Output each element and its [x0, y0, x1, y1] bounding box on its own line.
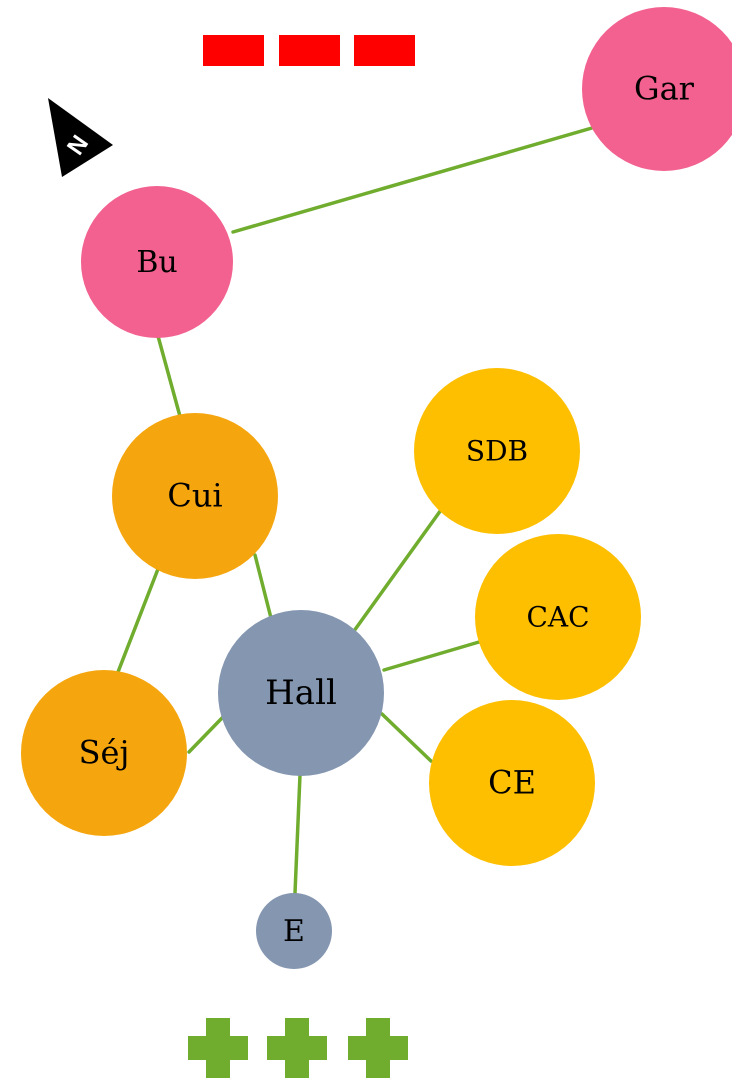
node-circle-e: [256, 893, 332, 969]
node-label-cui: Cui: [167, 477, 222, 515]
node-e: E: [256, 893, 332, 969]
node-label-sdb: SDB: [466, 435, 528, 468]
node-circle-bu: [81, 186, 233, 338]
node-label-hall: Hall: [265, 673, 337, 713]
node-label-e: E: [283, 914, 305, 949]
node-label-bu: Bu: [136, 245, 177, 280]
edge-bu-gar: [231, 126, 594, 234]
edge-hall-ce: [380, 712, 433, 763]
north-arrow-shape: [48, 98, 113, 177]
node-label-ce: CE: [488, 764, 536, 802]
edges-layer: [116, 126, 594, 895]
node-hall: Hall: [218, 610, 384, 776]
node-circle-cac: [475, 534, 641, 700]
node-cui: Cui: [112, 413, 278, 579]
edge-hall-cac: [382, 640, 481, 672]
node-sdb: SDB: [414, 368, 580, 534]
node-circle-sej: [21, 670, 187, 836]
red-bar-1: [203, 35, 264, 66]
green-cross-1: [188, 1018, 248, 1078]
node-gar: Gar: [582, 7, 732, 171]
node-circle-sdb: [414, 368, 580, 534]
green-cross-3: [348, 1018, 408, 1078]
red-bar-2: [279, 35, 340, 66]
node-ce: CE: [429, 700, 595, 866]
node-circle-cui: [112, 413, 278, 579]
edge-cui-sej: [116, 567, 160, 674]
node-cac: CAC: [475, 534, 641, 700]
edge-sej-hall: [187, 716, 224, 754]
node-label-cac: CAC: [526, 601, 589, 634]
edge-hall-e: [293, 773, 302, 895]
node-label-gar: Gar: [634, 70, 695, 108]
north-arrow-icon: N: [48, 98, 113, 177]
green-cross-2: [267, 1018, 327, 1078]
node-sej: Séj: [21, 670, 187, 836]
edge-bu-cui: [156, 334, 183, 422]
node-label-sej: Séj: [79, 734, 130, 772]
edge-cui-hall: [253, 553, 273, 620]
node-bu: Bu: [81, 186, 233, 338]
edge-hall-sdb: [352, 501, 448, 633]
green-crosses-group: [188, 1018, 408, 1078]
node-circle-hall: [218, 610, 384, 776]
node-circle-ce: [429, 700, 595, 866]
red-bars-group: [203, 35, 415, 66]
node-circle-gar: [582, 7, 732, 171]
red-bar-3: [354, 35, 415, 66]
